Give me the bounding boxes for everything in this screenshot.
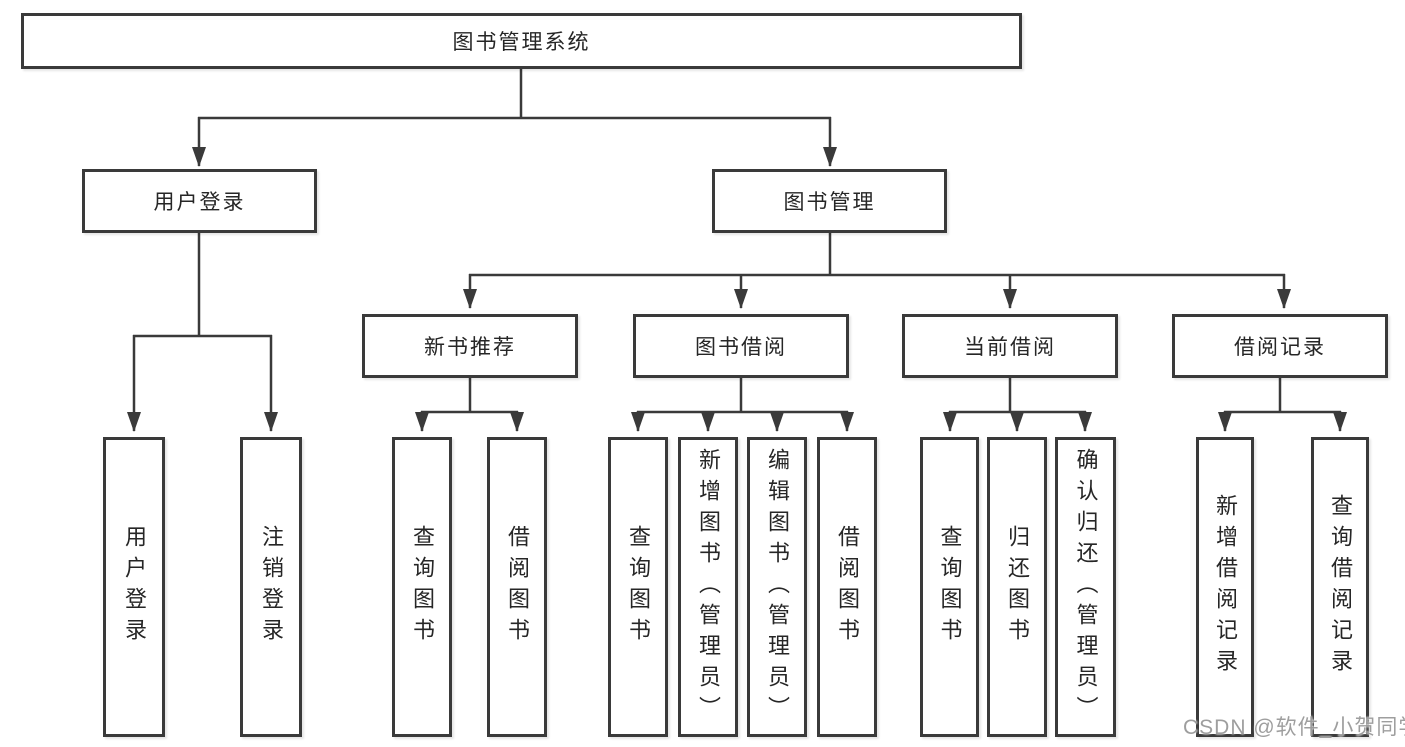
leaf-return-books: 归还图书 bbox=[987, 437, 1047, 737]
leaf-label: 借阅图书 bbox=[835, 525, 860, 649]
node-label: 图书管理 bbox=[783, 191, 876, 214]
csdn-watermark: CSDN @软件_小贺同学 bbox=[1183, 716, 1405, 739]
node-label: 当前借阅 bbox=[964, 336, 1056, 359]
node-library-management-system: 图书管理系统 bbox=[21, 13, 1022, 69]
leaf-label: 用户登录 bbox=[122, 525, 147, 649]
node-label: 用户登录 bbox=[153, 191, 246, 214]
leaf-label: 注销登录 bbox=[259, 525, 284, 649]
node-user-login: 用户登录 bbox=[82, 169, 317, 233]
leaf-add-borrow-record: 新增借阅记录 bbox=[1196, 437, 1254, 737]
node-label: 图书借阅 bbox=[695, 336, 787, 359]
leaf-label: 新增图书（管理员） bbox=[696, 447, 721, 727]
leaf-label: 查询图书 bbox=[937, 525, 963, 649]
leaf-label: 编辑图书（管理员） bbox=[765, 447, 790, 727]
node-label: 新书推荐 bbox=[424, 336, 516, 359]
leaf-label: 查询图书 bbox=[410, 525, 435, 649]
leaf-logout: 注销登录 bbox=[240, 437, 302, 737]
leaf-borrow-books: 借阅图书 bbox=[817, 437, 877, 737]
leaf-query-books: 查询图书 bbox=[392, 437, 452, 737]
leaf-query-books: 查询图书 bbox=[608, 437, 668, 737]
leaf-edit-books-admin: 编辑图书（管理员） bbox=[747, 437, 807, 737]
node-label: 借阅记录 bbox=[1234, 336, 1326, 359]
leaf-label: 确认归还（管理员） bbox=[1073, 447, 1099, 727]
node-label: 图书管理系统 bbox=[452, 31, 591, 54]
leaf-add-books-admin: 新增图书（管理员） bbox=[678, 437, 738, 737]
node-current-borrowing: 当前借阅 bbox=[902, 314, 1118, 378]
node-new-book-recommend: 新书推荐 bbox=[362, 314, 578, 378]
leaf-label: 借阅图书 bbox=[505, 525, 530, 649]
leaf-query-borrow-record: 查询借阅记录 bbox=[1311, 437, 1369, 737]
leaf-confirm-return-admin: 确认归还（管理员） bbox=[1055, 437, 1116, 737]
leaf-label: 归还图书 bbox=[1005, 525, 1030, 649]
node-borrowing-records: 借阅记录 bbox=[1172, 314, 1388, 378]
node-book-management: 图书管理 bbox=[712, 169, 947, 233]
leaf-label: 查询图书 bbox=[626, 525, 651, 649]
leaf-label: 查询借阅记录 bbox=[1328, 494, 1353, 680]
leaf-user-login: 用户登录 bbox=[103, 437, 165, 737]
leaf-label: 新增借阅记录 bbox=[1213, 494, 1238, 680]
node-book-borrowing: 图书借阅 bbox=[633, 314, 849, 378]
leaf-borrow-books: 借阅图书 bbox=[487, 437, 547, 737]
leaf-query-books: 查询图书 bbox=[920, 437, 979, 737]
